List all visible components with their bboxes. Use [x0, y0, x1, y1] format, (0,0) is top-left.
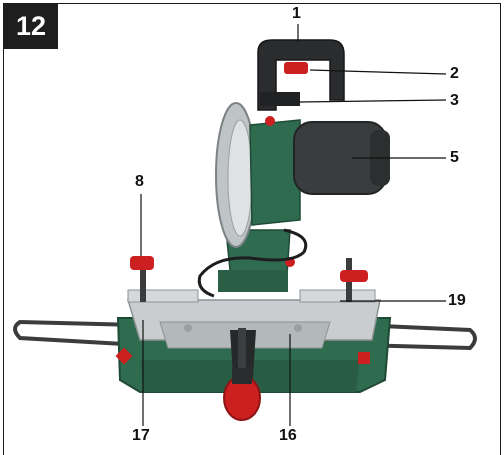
- leader-lines: [140, 24, 447, 426]
- right-clamp-knob: [340, 270, 368, 282]
- figure-number-badge: 12: [4, 4, 58, 49]
- left-fence: [127, 289, 199, 303]
- left-clamp-post: [140, 262, 146, 302]
- callout-16: 16: [279, 427, 297, 444]
- handle-trigger: [284, 62, 308, 74]
- callout-8: 8: [135, 173, 144, 190]
- callout-2: 2: [450, 65, 459, 82]
- left-base-clip: [115, 347, 133, 365]
- callout-1: 1: [292, 5, 301, 22]
- leader-2: [309, 69, 447, 75]
- left-clamp-knob: [130, 256, 154, 270]
- gear-housing: [249, 119, 301, 226]
- right-fence: [299, 289, 376, 303]
- table-screw-right: [294, 324, 302, 332]
- right-base-clip: [358, 352, 370, 364]
- left-extension-arm: [13, 319, 141, 347]
- handle-lock-lever: [260, 92, 300, 106]
- right-extension-arm: [359, 323, 477, 351]
- table-screw-left: [184, 324, 192, 332]
- figure-frame: [3, 3, 501, 455]
- callout-19: 19: [448, 292, 466, 309]
- callout-3: 3: [450, 92, 459, 109]
- pivot-block: [218, 270, 288, 292]
- knob-neck: [232, 368, 252, 384]
- housing-red-marker: [265, 116, 275, 126]
- arm-rail: [238, 328, 246, 388]
- leader-3: [299, 99, 447, 103]
- power-cable: [197, 228, 308, 298]
- blade-inner-guard: [227, 119, 253, 237]
- saw-handle: [257, 39, 345, 111]
- callout-17: 17: [132, 427, 150, 444]
- callout-5: 5: [450, 149, 459, 166]
